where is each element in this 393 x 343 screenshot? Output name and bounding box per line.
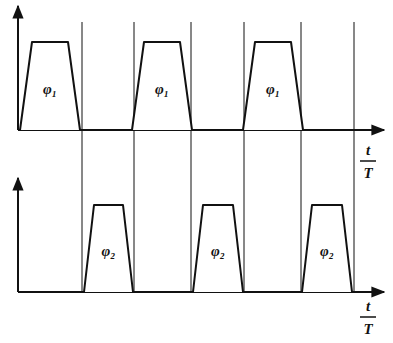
phase-label: φ₂	[211, 237, 225, 260]
pulse-shape	[243, 42, 303, 130]
phase2-pulse: φ₂	[302, 205, 352, 292]
phase1-pulse: φ₁	[20, 42, 80, 130]
phase-label: φ₁	[43, 75, 57, 98]
axis-label: T	[363, 321, 372, 338]
phase2-pulse: φ₂	[193, 205, 243, 292]
pulse-shape	[20, 42, 80, 130]
axis-label: T	[363, 165, 372, 182]
axes	[18, 6, 384, 292]
axis-label: t	[366, 142, 370, 159]
phase-label: φ₂	[101, 237, 115, 260]
axis-label: t	[366, 298, 370, 315]
phase-label: φ₂	[320, 237, 334, 260]
phase1-pulse: φ₁	[243, 42, 303, 130]
pulse-shape	[84, 205, 133, 292]
fraction-bars	[360, 161, 376, 317]
phase-label: φ₁	[155, 75, 169, 98]
phase2-pulse: φ₂	[84, 205, 133, 292]
pulse-shape	[193, 205, 243, 292]
phase-dividers	[82, 22, 354, 292]
pulse-shape	[302, 205, 352, 292]
pulse-shape	[132, 42, 192, 130]
phase-label: φ₁	[266, 75, 280, 98]
phase1-pulse: φ₁	[132, 42, 192, 130]
